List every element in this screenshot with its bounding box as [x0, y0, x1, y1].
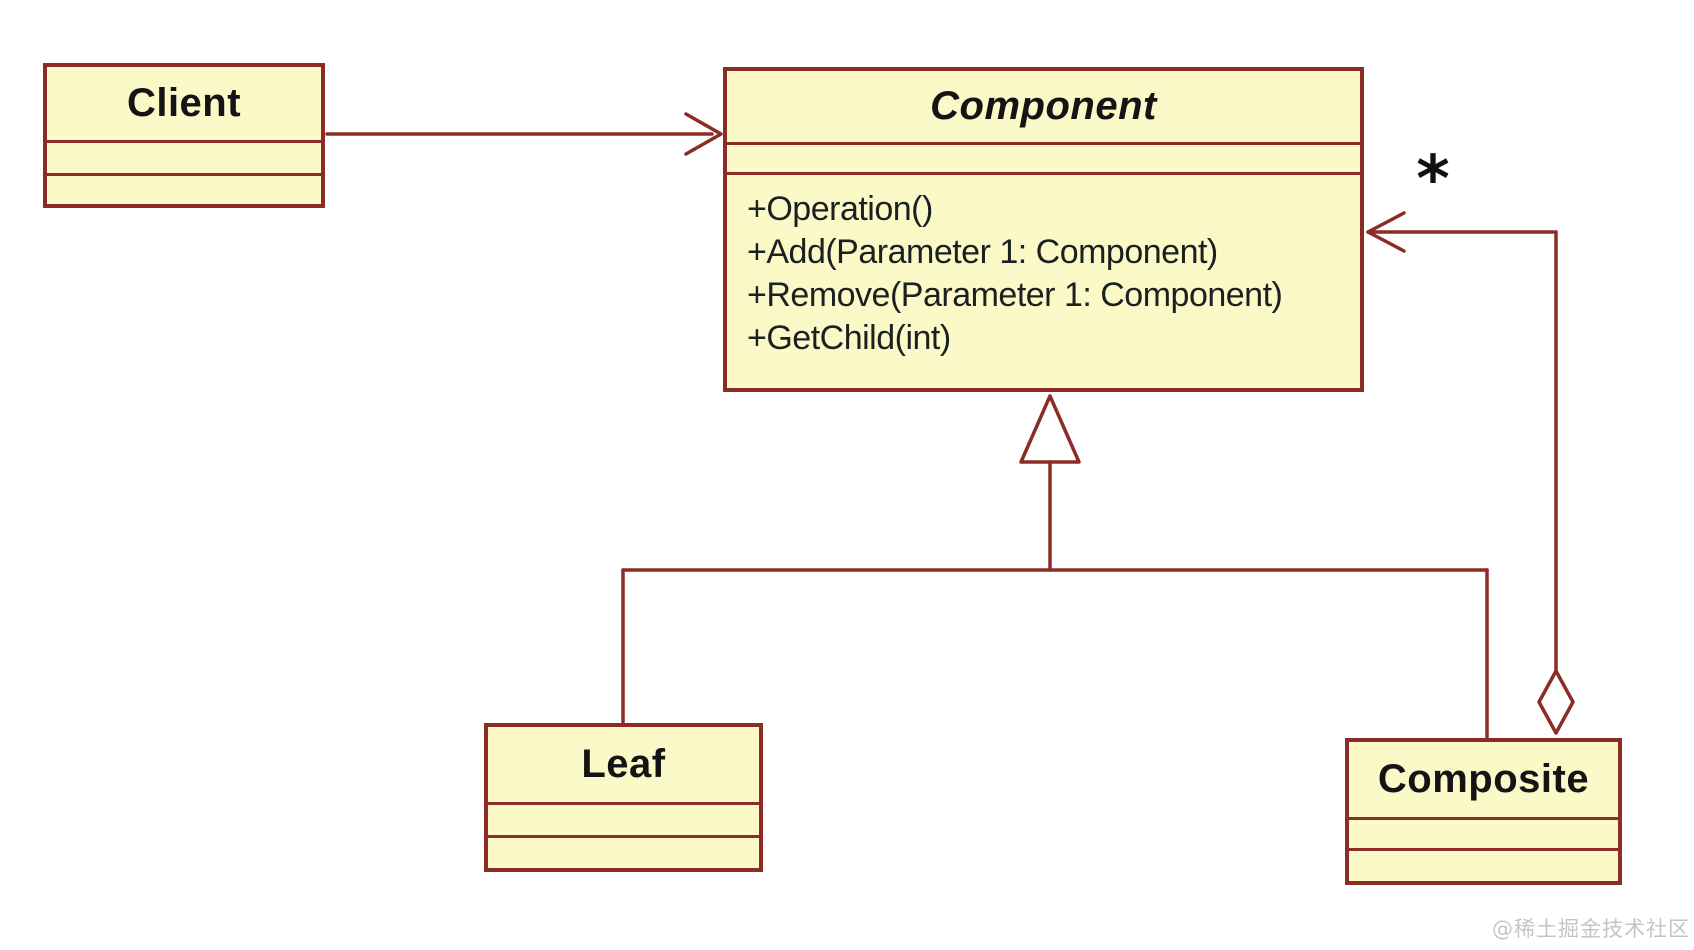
client-attributes-compartment — [47, 140, 321, 173]
operation-remove: +Remove(Parameter 1: Component) — [747, 276, 1283, 314]
operation-add: +Add(Parameter 1: Component) — [747, 233, 1218, 271]
hollow-diamond-icon — [1537, 669, 1575, 735]
operation-operation: +Operation() — [747, 190, 933, 228]
class-box-leaf: Leaf — [484, 723, 763, 872]
aggregation-composite-component — [1366, 211, 1575, 735]
composite-operations-compartment — [1349, 848, 1618, 881]
component-attributes-compartment — [727, 142, 1360, 172]
class-title-client: Client — [126, 81, 242, 125]
class-title-composite: Composite — [1377, 757, 1590, 801]
class-box-component: Component +Operation() +Add(Parameter 1:… — [723, 67, 1364, 392]
multiplicity-star-label: * — [1416, 143, 1450, 217]
leaf-attributes-compartment — [488, 802, 759, 835]
class-box-client: Client — [43, 63, 325, 208]
open-arrowhead-icon — [1366, 211, 1406, 253]
watermark-text: @稀土掘金技术社区 — [1492, 917, 1690, 941]
composite-attributes-compartment — [1349, 817, 1618, 848]
operation-getchild: +GetChild(int) — [747, 319, 951, 357]
component-operations-compartment: +Operation() +Add(Parameter 1: Component… — [727, 172, 1360, 388]
hollow-triangle-icon — [1019, 394, 1081, 464]
class-box-composite: Composite — [1345, 738, 1622, 885]
class-title-leaf: Leaf — [581, 742, 666, 786]
generalization-leaf-composite-component — [621, 394, 1489, 739]
leaf-operations-compartment — [488, 835, 759, 868]
class-title-component: Component — [930, 84, 1157, 128]
association-client-component — [325, 112, 723, 156]
open-arrowhead-icon — [684, 112, 723, 156]
client-operations-compartment — [47, 173, 321, 204]
